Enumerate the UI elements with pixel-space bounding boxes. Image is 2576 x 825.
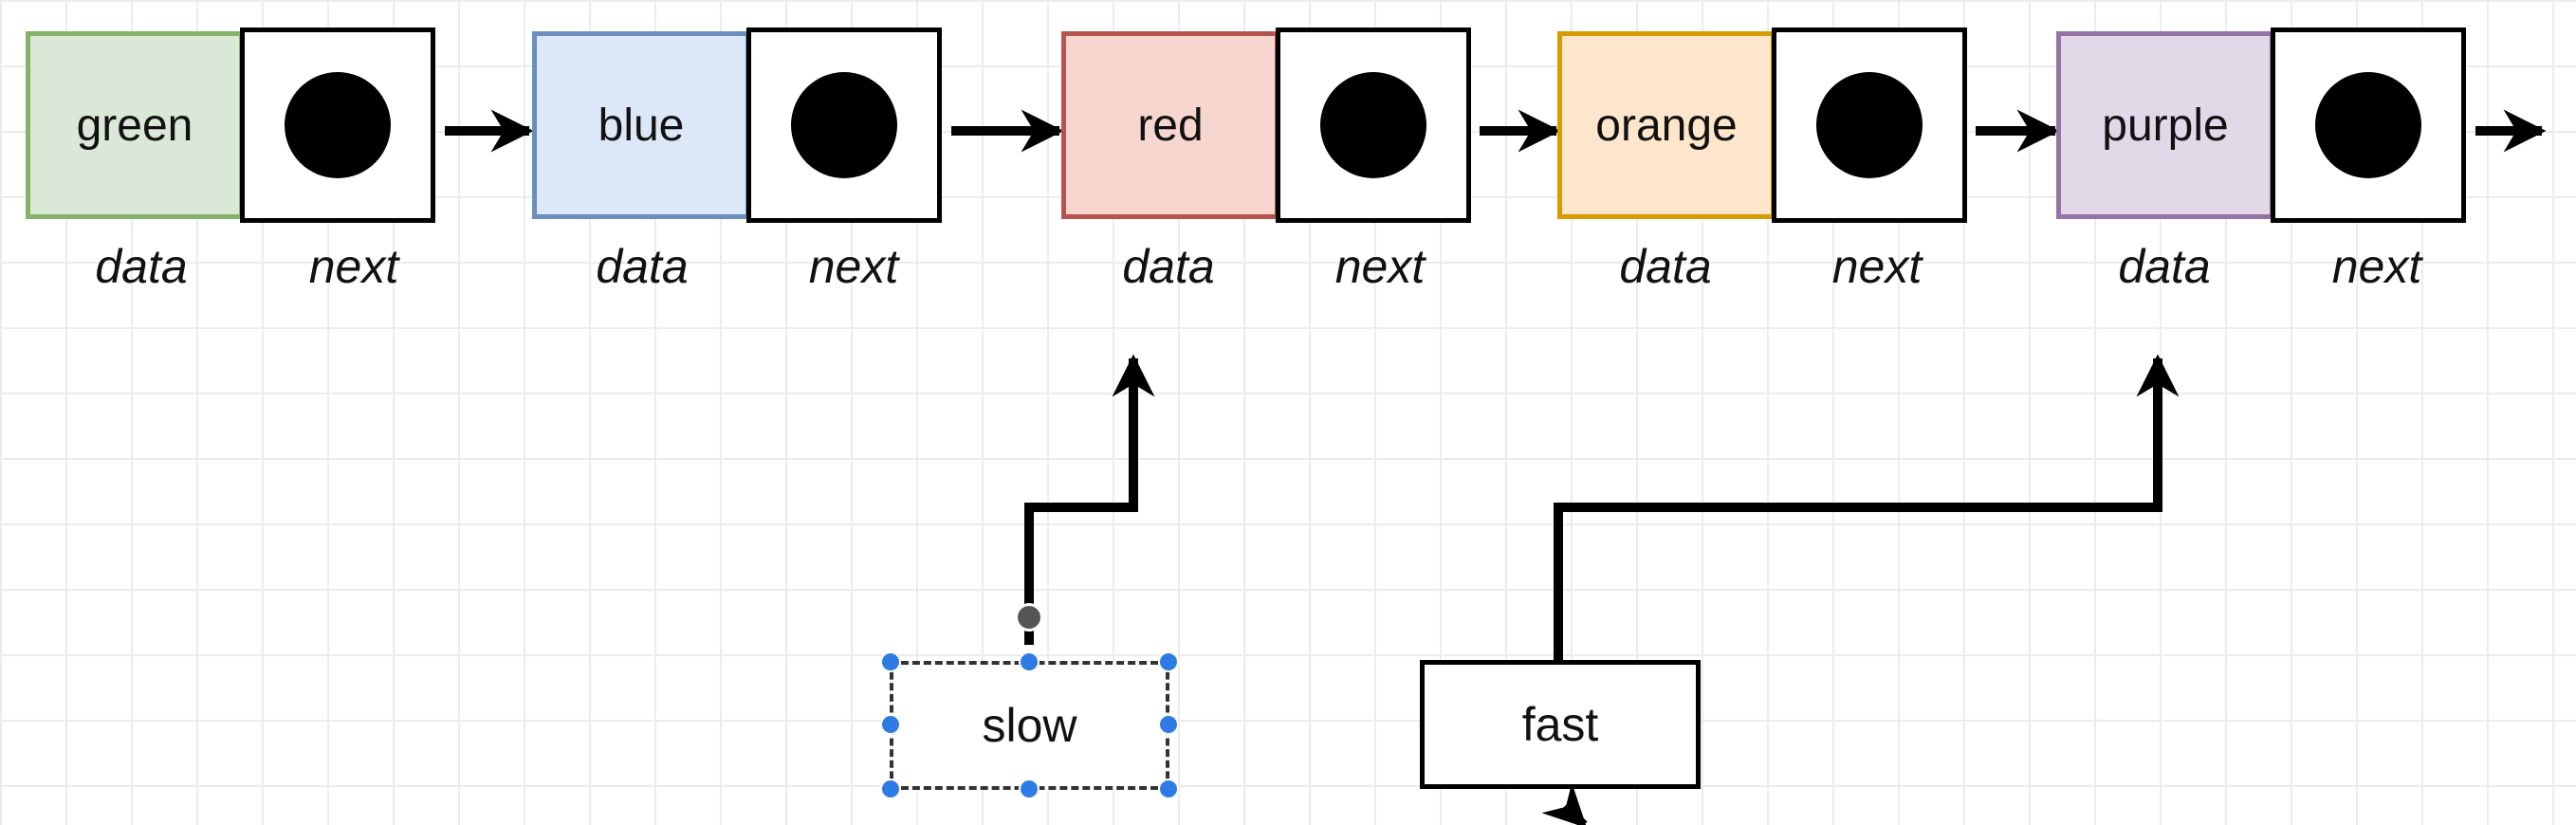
- caption-data-red: data: [1122, 240, 1215, 293]
- fast-pointer-partial-arrow: [1541, 782, 1588, 825]
- resize-handle-bottom-left[interactable]: [880, 779, 901, 799]
- caption-data-orange: data: [1619, 240, 1712, 293]
- caption-next-red: next: [1334, 240, 1426, 293]
- data-cell-red[interactable]: red: [1061, 31, 1279, 219]
- node-orange[interactable]: orange: [1557, 28, 1967, 225]
- data-cell-orange[interactable]: orange: [1557, 31, 1776, 219]
- caption-next-green: next: [308, 240, 399, 293]
- next-cell-orange[interactable]: [1772, 28, 1967, 223]
- data-cell-purple[interactable]: purple: [2056, 31, 2274, 219]
- pointer-dot-icon: [1816, 72, 1923, 178]
- caption-next-purple: next: [2331, 240, 2422, 293]
- resize-handle-bottom[interactable]: [1019, 779, 1040, 799]
- next-cell-green[interactable]: [240, 28, 435, 223]
- rotate-handle-icon[interactable]: [1015, 603, 1043, 632]
- resize-handle-bottom-right[interactable]: [1158, 779, 1179, 799]
- resize-handle-right[interactable]: [1158, 714, 1179, 735]
- pointer-dot-icon: [1320, 72, 1426, 178]
- data-cell-blue[interactable]: blue: [532, 31, 750, 219]
- next-cell-purple[interactable]: [2271, 28, 2466, 223]
- pointer-dot-icon: [285, 72, 391, 178]
- resize-handle-top-right[interactable]: [1158, 651, 1179, 672]
- fast-pointer-connector[interactable]: [1554, 354, 2180, 664]
- node-red[interactable]: red: [1061, 28, 1471, 225]
- pointer-dot-icon: [791, 72, 897, 178]
- node-blue[interactable]: blue: [532, 28, 942, 225]
- slow-pointer-connector[interactable]: [1024, 354, 1155, 645]
- pointer-dot-icon: [2315, 72, 2421, 178]
- resize-handle-top[interactable]: [1019, 651, 1040, 672]
- node-green[interactable]: green: [26, 28, 435, 225]
- data-cell-green[interactable]: green: [26, 31, 244, 219]
- resize-handle-top-left[interactable]: [880, 651, 901, 672]
- caption-data-green: data: [95, 240, 188, 293]
- caption-data-purple: data: [2118, 240, 2211, 293]
- slow-pointer-box[interactable]: slow: [890, 661, 1169, 790]
- caption-next-blue: next: [808, 240, 899, 293]
- caption-data-blue: data: [596, 240, 689, 293]
- resize-handle-left[interactable]: [880, 714, 901, 735]
- next-cell-blue[interactable]: [746, 28, 942, 223]
- next-cell-red[interactable]: [1276, 28, 1471, 223]
- node-purple[interactable]: purple: [2056, 28, 2466, 225]
- fast-pointer-box[interactable]: fast: [1420, 660, 1701, 789]
- caption-next-orange: next: [1831, 240, 1923, 293]
